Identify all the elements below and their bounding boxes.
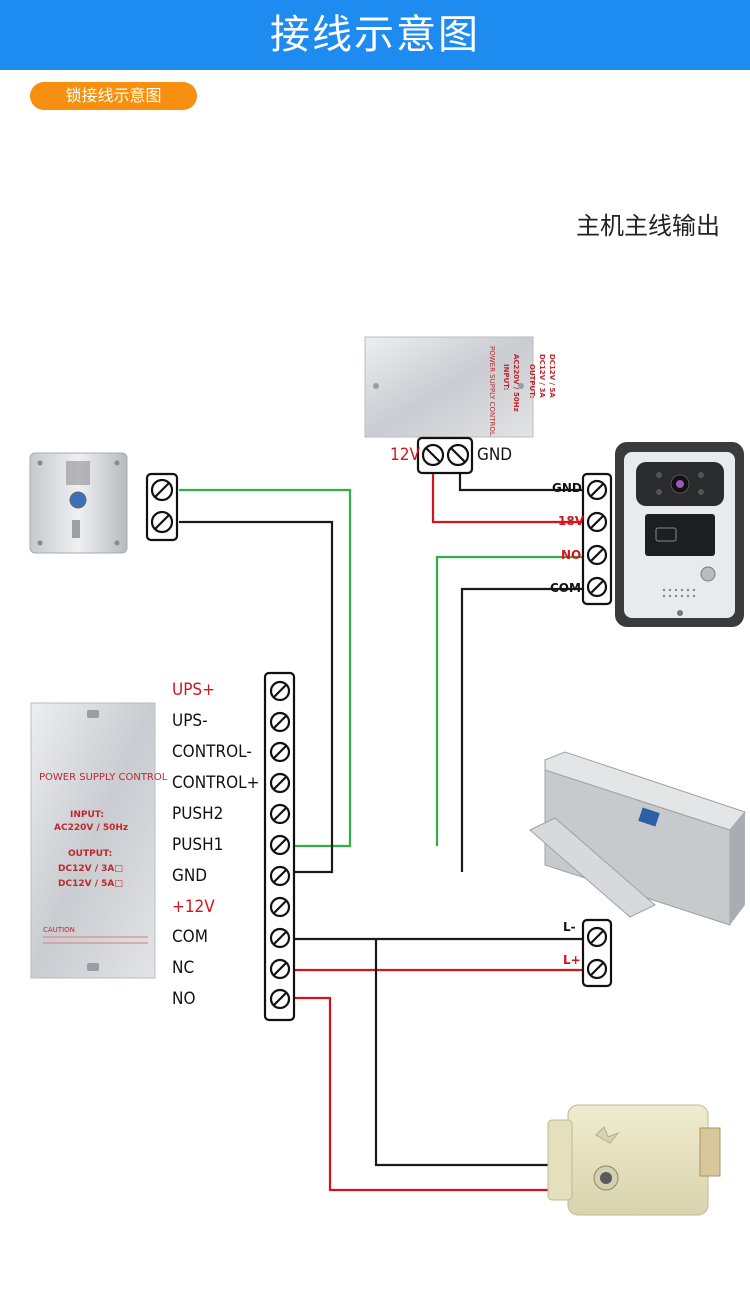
svg-text:AC220V / 50Hz: AC220V / 50Hz xyxy=(54,823,128,833)
wire-button-black xyxy=(179,520,334,874)
terminal-label-nc: NC xyxy=(172,958,195,978)
diagram-subtitle: 主机主线输出 xyxy=(576,212,720,240)
terminal-label-ups-minus: UPS- xyxy=(172,711,208,731)
maglock-terminal-block xyxy=(581,918,613,988)
svg-text:CAUTION: CAUTION xyxy=(43,926,75,934)
top-terminal-block xyxy=(416,436,474,475)
wires xyxy=(179,470,583,1192)
terminal-label-control-minus: CONTROL- xyxy=(172,742,252,762)
exit-button-device xyxy=(29,452,128,554)
terminal-label-ups-plus: UPS+ xyxy=(172,680,215,700)
svg-text:DC12V / 5A□: DC12V / 5A□ xyxy=(58,879,123,889)
svg-text:DC12V / 3A□: DC12V / 3A□ xyxy=(58,864,123,874)
wire-com-elock xyxy=(374,939,568,1167)
terminal-label-no: NO xyxy=(172,989,196,1009)
svg-text:INPUT:: INPUT: xyxy=(502,364,510,391)
wire-gnd-black xyxy=(458,470,583,492)
wire-12v-red xyxy=(431,470,583,524)
magnetic-lock-device xyxy=(529,751,746,926)
wire-button-green xyxy=(179,488,352,848)
intercom-unit-device xyxy=(615,442,744,627)
terminal-label-push2: PUSH2 xyxy=(172,804,224,824)
svg-text:DC12V / 5A: DC12V / 5A xyxy=(548,354,556,398)
header-bar: 接线示意图 xyxy=(0,0,750,70)
wire-no-green xyxy=(435,555,583,846)
top-terminal-gnd-label: GND xyxy=(477,445,513,465)
main-power-supply: POWER SUPPLY CONTROL INPUT: AC220V / 50H… xyxy=(30,702,168,979)
terminal-label-plus12v: +12V xyxy=(172,897,215,917)
svg-text:OUTPUT:: OUTPUT: xyxy=(528,364,536,399)
svg-text:INPUT:: INPUT: xyxy=(70,810,104,820)
top-terminal-12v-label: 12V xyxy=(390,445,420,465)
button-terminal-block xyxy=(145,472,179,542)
top-power-supply: POWER SUPPLY CONTROL INPUT: AC220V / 50H… xyxy=(364,336,556,438)
intercom-label-gnd: GND xyxy=(552,481,582,495)
terminal-label-com: COM xyxy=(172,927,208,947)
intercom-label-com: COM xyxy=(550,581,581,595)
terminal-label-push1: PUSH1 xyxy=(172,835,224,855)
terminal-label-control-plus: CONTROL+ xyxy=(172,773,260,793)
svg-text:OUTPUT:: OUTPUT: xyxy=(68,849,112,859)
page-title: 接线示意图 xyxy=(270,12,480,58)
svg-text:POWER SUPPLY CONTROL: POWER SUPPLY CONTROL xyxy=(488,346,496,436)
intercom-label-18v: 18V xyxy=(558,514,584,528)
svg-text:AC220V / 50Hz: AC220V / 50Hz xyxy=(512,354,520,412)
section-pill: 锁接线示意图 xyxy=(30,82,197,110)
main-terminal-block xyxy=(263,671,296,1022)
wire-com-black xyxy=(460,587,583,872)
intercom-label-no: NO xyxy=(561,548,582,562)
electric-lock-device xyxy=(547,1104,721,1216)
terminal-label-gnd: GND xyxy=(172,866,208,886)
intercom-terminal-block xyxy=(581,472,613,606)
maglock-label-l-plus: L+ xyxy=(563,953,581,967)
wire-no-elock xyxy=(293,996,568,1192)
svg-text:POWER SUPPLY CONTROL: POWER SUPPLY CONTROL xyxy=(39,772,168,783)
svg-text:DC12V / 3A: DC12V / 3A xyxy=(538,354,546,398)
maglock-label-l-minus: L- xyxy=(563,920,576,934)
